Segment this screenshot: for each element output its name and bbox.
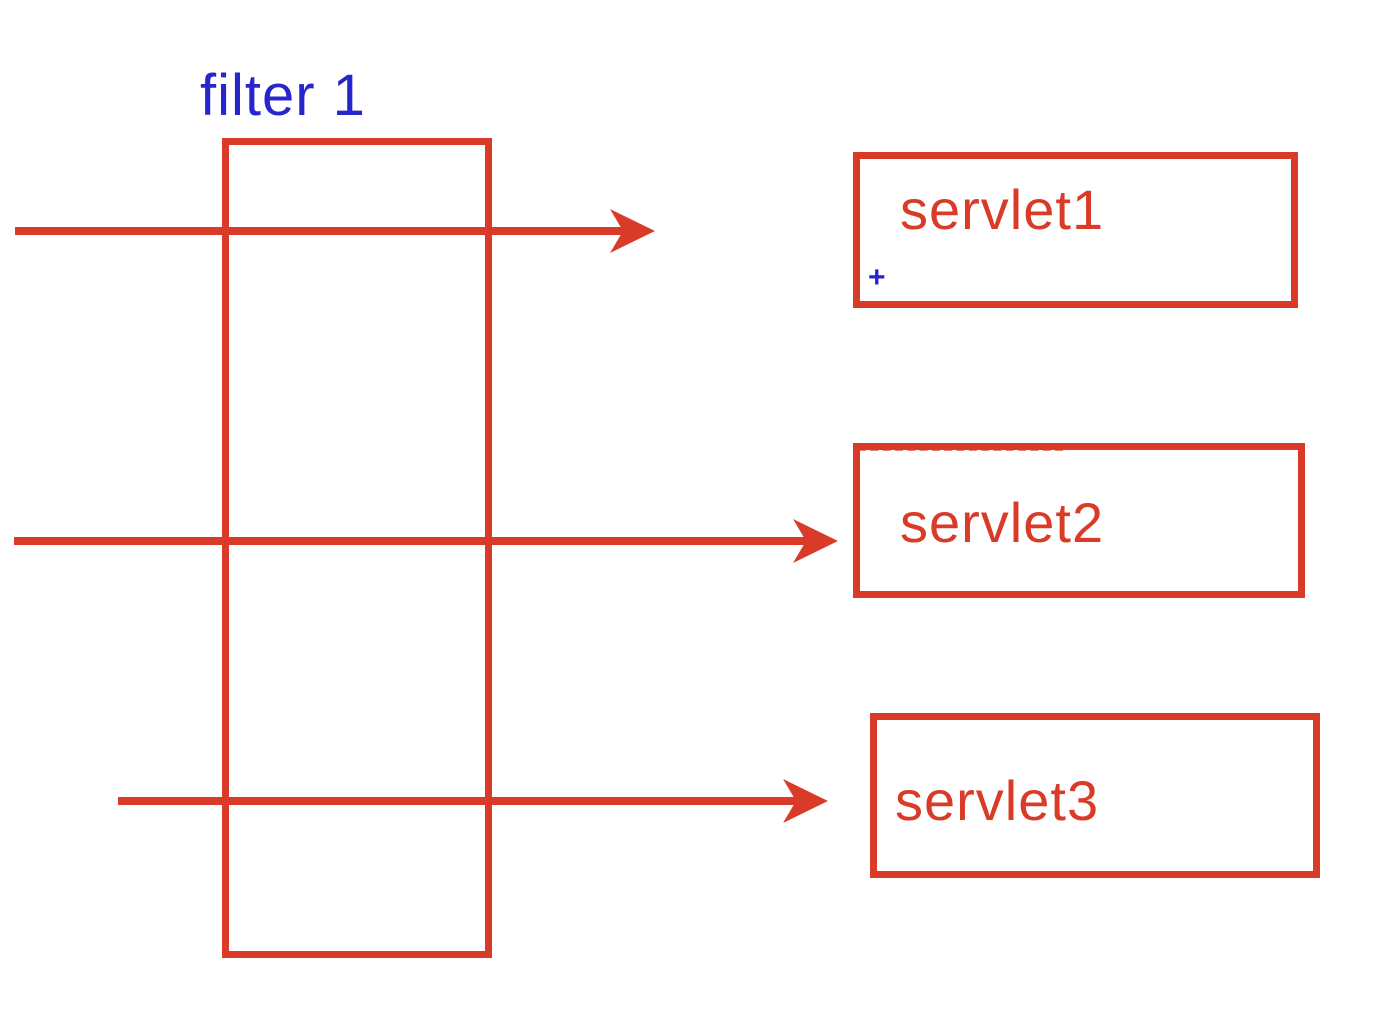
servlet1-box: servlet1 +	[853, 152, 1298, 308]
servlet1-label: servlet1	[900, 178, 1105, 241]
servlet3-label: servlet3	[895, 769, 1100, 832]
servlet3-box: servlet3	[870, 713, 1320, 878]
servlet2-box: servlet2	[853, 443, 1305, 598]
servlet2-label: servlet2	[900, 491, 1105, 554]
plus-mark: +	[868, 261, 886, 294]
filter-rectangle	[222, 138, 492, 958]
filter-label: filter 1	[200, 63, 366, 128]
